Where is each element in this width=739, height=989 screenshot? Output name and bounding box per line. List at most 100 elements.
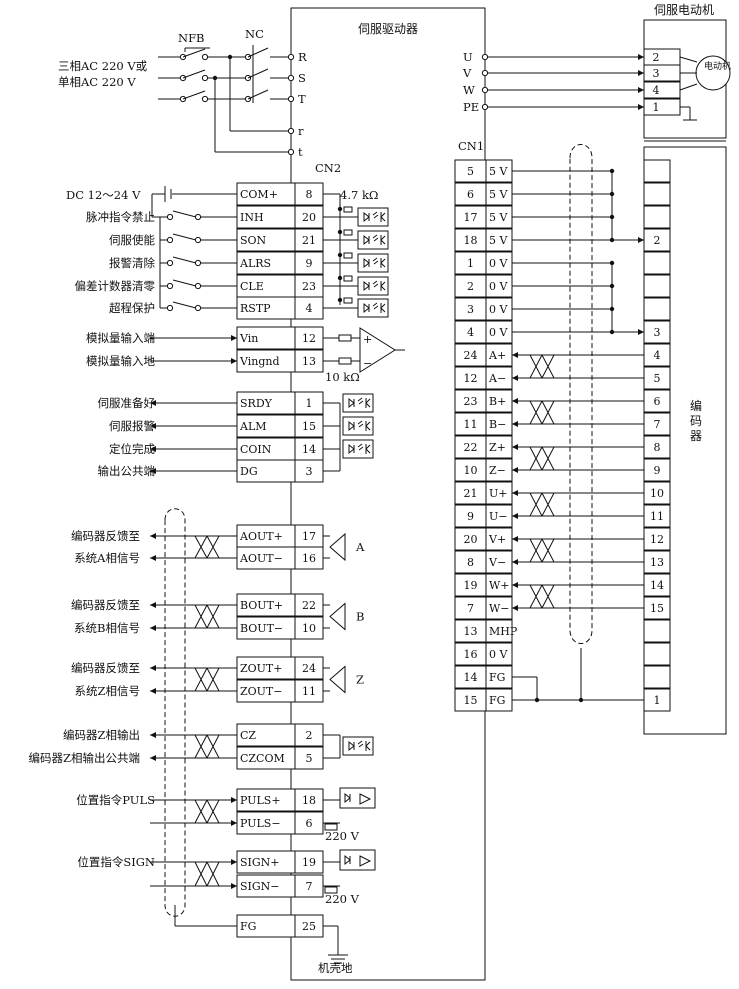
wire xyxy=(172,301,197,309)
cn2-pin-label: 5 xyxy=(306,752,313,765)
terminal-circle xyxy=(481,53,489,61)
cn1-pin-label: 14 xyxy=(464,671,478,684)
cn1-pin-label: 12 xyxy=(464,372,478,385)
terminal-circle xyxy=(201,53,209,61)
cn1-pin-label: 9 xyxy=(467,510,474,523)
resistor xyxy=(343,297,353,304)
resistor-4k7-label: 4.7 kΩ xyxy=(340,188,378,202)
cn1-signal-label: B− xyxy=(489,418,506,431)
encoder-pin-cell xyxy=(643,274,671,298)
optocoupler xyxy=(357,207,389,227)
resistor-10k-label: 10 kΩ xyxy=(325,370,360,384)
line-driver xyxy=(329,602,346,631)
arrow-left xyxy=(512,421,518,427)
arrow-left xyxy=(512,559,518,565)
wire xyxy=(172,279,197,287)
cable-shield xyxy=(569,144,593,644)
junction-dot xyxy=(609,214,615,220)
optocoupler-symbol xyxy=(363,211,386,223)
twisted-pair xyxy=(529,400,555,425)
cn2-description: 模拟量输入端 xyxy=(86,331,155,345)
cn2-signal-label: BOUT− xyxy=(240,622,283,635)
cn1-signal-label: A+ xyxy=(488,349,506,362)
encoder-pin-cell xyxy=(643,251,671,275)
cn1-signal-label: 0 V xyxy=(489,648,508,661)
arrow-left xyxy=(150,533,156,539)
ground-symbol xyxy=(328,954,348,964)
cn1-signal-label: 0 V xyxy=(489,326,508,339)
cn2-description: 编码器Z相输出 xyxy=(63,728,140,742)
cn2-signal-label: Vin xyxy=(239,332,258,345)
terminal-circle xyxy=(287,53,295,61)
cn2-pin-label: 16 xyxy=(302,552,316,565)
cn1-pin-label: 3 xyxy=(467,303,474,316)
junction-dot xyxy=(609,168,615,174)
cn2-pin-label: 1 xyxy=(306,397,313,410)
terminal-circle xyxy=(194,259,202,267)
cn1-signal-label: FG xyxy=(489,694,505,707)
optocoupler-symbol xyxy=(363,280,386,292)
optocoupler xyxy=(357,253,389,273)
cn1-pin-label: 21 xyxy=(464,487,478,500)
motor-terminal-label: PE xyxy=(463,100,479,114)
cn2-description: 伺服使能 xyxy=(109,233,155,247)
cn1-pin-label: 20 xyxy=(464,533,478,546)
terminal-circle xyxy=(287,127,295,135)
cn2-pin-label: 19 xyxy=(302,856,316,869)
cn2-signal-label: BOUT+ xyxy=(240,599,283,612)
arrow-left xyxy=(150,555,156,561)
twisted-pair xyxy=(194,667,220,692)
arrow-right xyxy=(638,329,644,335)
terminal-circle xyxy=(166,259,174,267)
cn1-signal-label: B+ xyxy=(489,395,506,408)
motor-title: 伺服电动机 xyxy=(654,3,714,17)
cn2-description: 输出公共端 xyxy=(98,464,156,478)
wire xyxy=(247,47,269,58)
cn1-signal-label: 5 V xyxy=(489,234,508,247)
nc-label: NC xyxy=(245,27,264,41)
cn2-signal-label: CZ xyxy=(240,729,256,742)
cn1-pin-label: 10 xyxy=(464,464,478,477)
arrow-right xyxy=(231,820,237,826)
cn2-signal-label: ZOUT+ xyxy=(240,662,283,675)
power-input-1ph: 单相AC 220 V xyxy=(58,75,136,89)
wire xyxy=(182,69,206,79)
cn2-pin-label: 7 xyxy=(306,880,313,893)
encoder-pin-label: 5 xyxy=(654,372,661,385)
cn1-pin-label: 22 xyxy=(464,441,478,454)
power-terminal-label: T xyxy=(298,92,306,106)
cn2-description: 编码器反馈至 xyxy=(71,529,140,543)
resistor xyxy=(343,252,353,259)
cn1-pin-label: 16 xyxy=(464,648,478,661)
optocoupler-symbol xyxy=(363,234,386,246)
cn2-description: 模拟量输入地 xyxy=(86,354,155,368)
encoder-pin-cell xyxy=(643,159,671,183)
cn2-pin-label: 22 xyxy=(302,599,316,612)
cn1-signal-label: 0 V xyxy=(489,257,508,270)
optocoupler xyxy=(342,439,374,459)
terminal-circle xyxy=(287,74,295,82)
motor-terminal-label: V xyxy=(462,66,472,80)
twisted-pair xyxy=(194,861,220,887)
junction-dot xyxy=(337,275,343,281)
twisted-pair xyxy=(529,446,555,471)
voltage-label: 220 V xyxy=(325,892,360,906)
arrow-left xyxy=(512,582,518,588)
line-driver xyxy=(329,532,346,562)
arrow-left xyxy=(150,400,156,406)
terminal-circle xyxy=(166,236,174,244)
encoder-pin-label: 4 xyxy=(654,349,661,362)
cn1-signal-label: 5 V xyxy=(489,188,508,201)
arrow-left xyxy=(512,352,518,358)
cn2-pin-label: 25 xyxy=(302,920,316,933)
optocoupler-symbol xyxy=(344,854,372,867)
cn1-pin-label: 7 xyxy=(467,602,474,615)
arrow-left xyxy=(512,444,518,450)
encoder-pin-label: 10 xyxy=(650,487,664,500)
wire xyxy=(247,89,269,100)
cn2-signal-label: PULS+ xyxy=(240,794,281,807)
resistor xyxy=(338,357,352,365)
junction-dot xyxy=(337,229,343,235)
diff-output-label: A xyxy=(355,540,365,554)
